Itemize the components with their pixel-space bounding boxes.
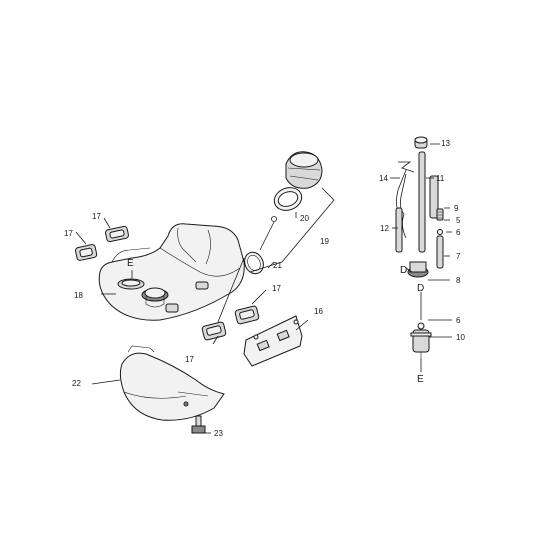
label-13: 13 xyxy=(441,139,450,148)
label-12: 12 xyxy=(380,224,389,233)
label-6-upper: 6 xyxy=(456,228,461,237)
label-10: 10 xyxy=(456,333,465,342)
label-19: 19 xyxy=(320,237,329,246)
grommet-17-lower xyxy=(201,321,227,341)
ring-6-upper xyxy=(437,229,443,235)
screw-23 xyxy=(191,415,206,434)
vent-valve-13 xyxy=(414,136,428,149)
label-16: 16 xyxy=(314,307,323,316)
part-labels: 13 14 11 9 5 12 6 7 8 D D 6 10 E 20 19 2… xyxy=(64,139,465,438)
label-17-left: 17 xyxy=(64,229,73,238)
label-17-lower: 17 xyxy=(185,355,194,364)
cap-gasket xyxy=(273,187,303,211)
tube-9 xyxy=(429,175,439,219)
filter-5 xyxy=(436,208,444,221)
label-8: 8 xyxy=(456,276,461,285)
ring-6-lower xyxy=(417,322,425,330)
tube-11 xyxy=(418,151,426,253)
label-E-lower: E xyxy=(417,374,424,385)
label-E-upper: E xyxy=(127,258,134,269)
label-14: 14 xyxy=(379,174,388,183)
tube-12 xyxy=(395,207,403,253)
grommet-8 xyxy=(405,261,429,278)
label-5: 5 xyxy=(456,216,461,225)
label-D-lower: D xyxy=(417,283,424,294)
label-21: 21 xyxy=(273,261,282,270)
label-11: 11 xyxy=(436,174,445,183)
fuel-filter-10 xyxy=(410,329,432,358)
bracket-plate-16 xyxy=(243,315,303,367)
fuel-cap xyxy=(285,151,323,189)
fuel-tank xyxy=(98,223,245,321)
label-17-right: 17 xyxy=(272,284,281,293)
leader-lines xyxy=(75,143,452,434)
label-6-lower: 6 xyxy=(456,316,461,325)
label-22: 22 xyxy=(72,379,81,388)
tube-7 xyxy=(436,235,444,269)
label-D-upper: D xyxy=(400,265,407,276)
label-23: 23 xyxy=(214,429,223,438)
grommet-17-upper xyxy=(105,225,129,243)
label-18: 18 xyxy=(74,291,83,300)
label-9: 9 xyxy=(454,204,459,213)
label-17-upper: 17 xyxy=(92,212,101,221)
label-7: 7 xyxy=(456,252,461,261)
grommet-17-left xyxy=(75,244,98,261)
grommet-17-right xyxy=(234,305,260,325)
label-20: 20 xyxy=(300,214,309,223)
cap-strap xyxy=(244,216,277,275)
cover-plate-22 xyxy=(119,345,225,421)
